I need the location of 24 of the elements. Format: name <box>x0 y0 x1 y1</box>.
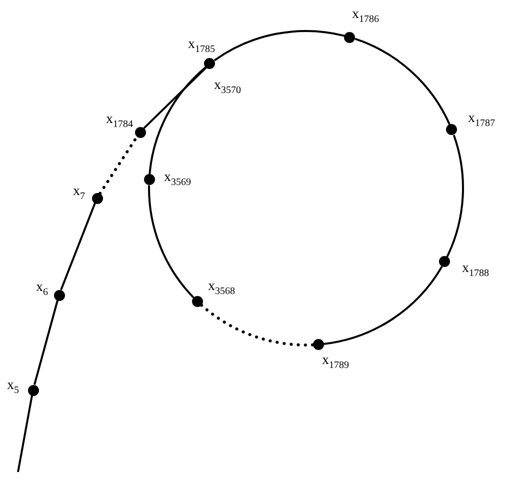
curve-line <box>446 134 464 258</box>
curve-line <box>60 202 96 290</box>
curve-line <box>148 66 206 174</box>
point-label: x$_{1784}$ <box>106 113 133 127</box>
curve-line <box>143 66 207 129</box>
curve-line <box>148 185 194 298</box>
point-label: x$_{3568}$ <box>208 280 235 294</box>
point-label: x$_{1789}$ <box>322 354 349 368</box>
curve-line <box>214 30 345 62</box>
point-label: x$_{7}$ <box>73 185 85 199</box>
dotted-line <box>200 304 314 346</box>
curve-line <box>323 266 443 345</box>
point-label: x$_{3570}$ <box>214 78 241 93</box>
point-label: x$_{1786}$ <box>352 8 379 22</box>
dotted-line <box>98 135 138 195</box>
point-label: x$_{5}$ <box>7 379 19 393</box>
point-label: x$_{1785}$ <box>188 38 215 52</box>
curve-line <box>354 38 451 126</box>
point-label: x$_{1788}$ <box>462 262 489 276</box>
point-label: x$_{6}$ <box>36 281 48 295</box>
point-label: x$_{3569}$ <box>164 171 191 185</box>
point-label: x$_{1787}$ <box>468 112 495 126</box>
curve-line <box>33 300 59 385</box>
curve-line <box>17 395 33 472</box>
